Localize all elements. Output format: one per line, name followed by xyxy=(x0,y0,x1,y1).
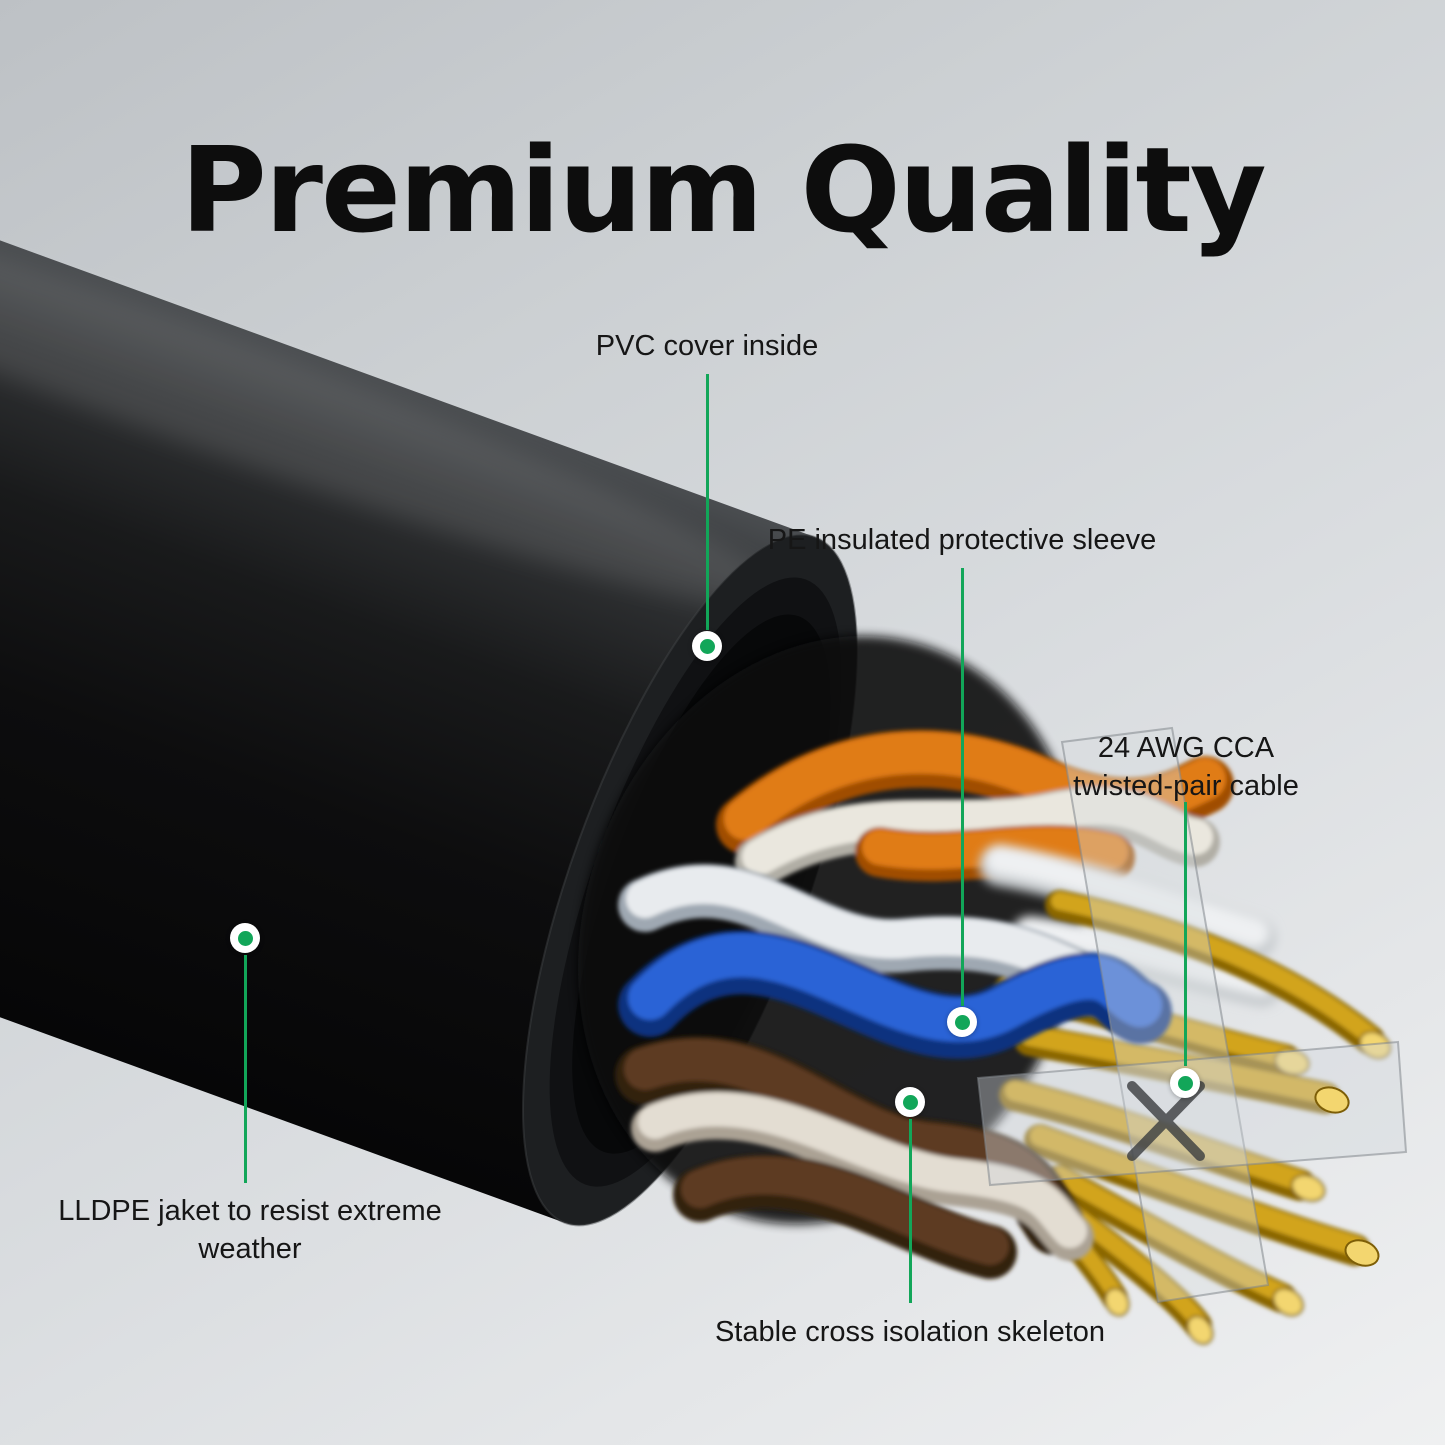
white-twisted-pair xyxy=(979,844,1281,1007)
callout-label-pe: PE insulated protective sleeve xyxy=(767,524,1157,556)
callout-line-lldpe xyxy=(244,955,247,1183)
callout-dot-awg xyxy=(1170,1068,1200,1098)
callout-line-pvc xyxy=(706,374,709,630)
jacket-sheen xyxy=(0,151,792,610)
callout-line-skeleton xyxy=(909,1119,912,1303)
cross-isolation-skeleton xyxy=(976,726,1408,1304)
callout-line-pe xyxy=(961,568,964,1006)
callout-dot-core xyxy=(902,1094,918,1110)
callout-dot-core xyxy=(699,638,715,654)
callout-label-lldpe: LLDPE jaket to resist extreme weather xyxy=(58,1195,442,1266)
callout-dot-lldpe xyxy=(230,923,260,953)
callout-dot-core xyxy=(1177,1075,1193,1091)
callout-dot-pvc xyxy=(692,631,722,661)
callout-line-awg xyxy=(1184,802,1187,1066)
callout-dot-core xyxy=(954,1014,970,1030)
copper-tip xyxy=(1344,1239,1380,1267)
callout-label-awg: 24 AWG CCA twisted-pair cable xyxy=(1073,732,1299,803)
page-title: Premium Quality xyxy=(180,121,1266,260)
callout-label-skeleton: Stable cross isolation skeleton xyxy=(714,1316,1106,1348)
brown-twisted-pair xyxy=(615,1035,1094,1279)
callout-dot-skeleton xyxy=(895,1087,925,1117)
callout-dot-pe xyxy=(947,1007,977,1037)
callout-label-pvc: PVC cover inside xyxy=(595,330,819,362)
copper-tip xyxy=(1314,1086,1350,1114)
callout-dot-core xyxy=(237,930,253,946)
